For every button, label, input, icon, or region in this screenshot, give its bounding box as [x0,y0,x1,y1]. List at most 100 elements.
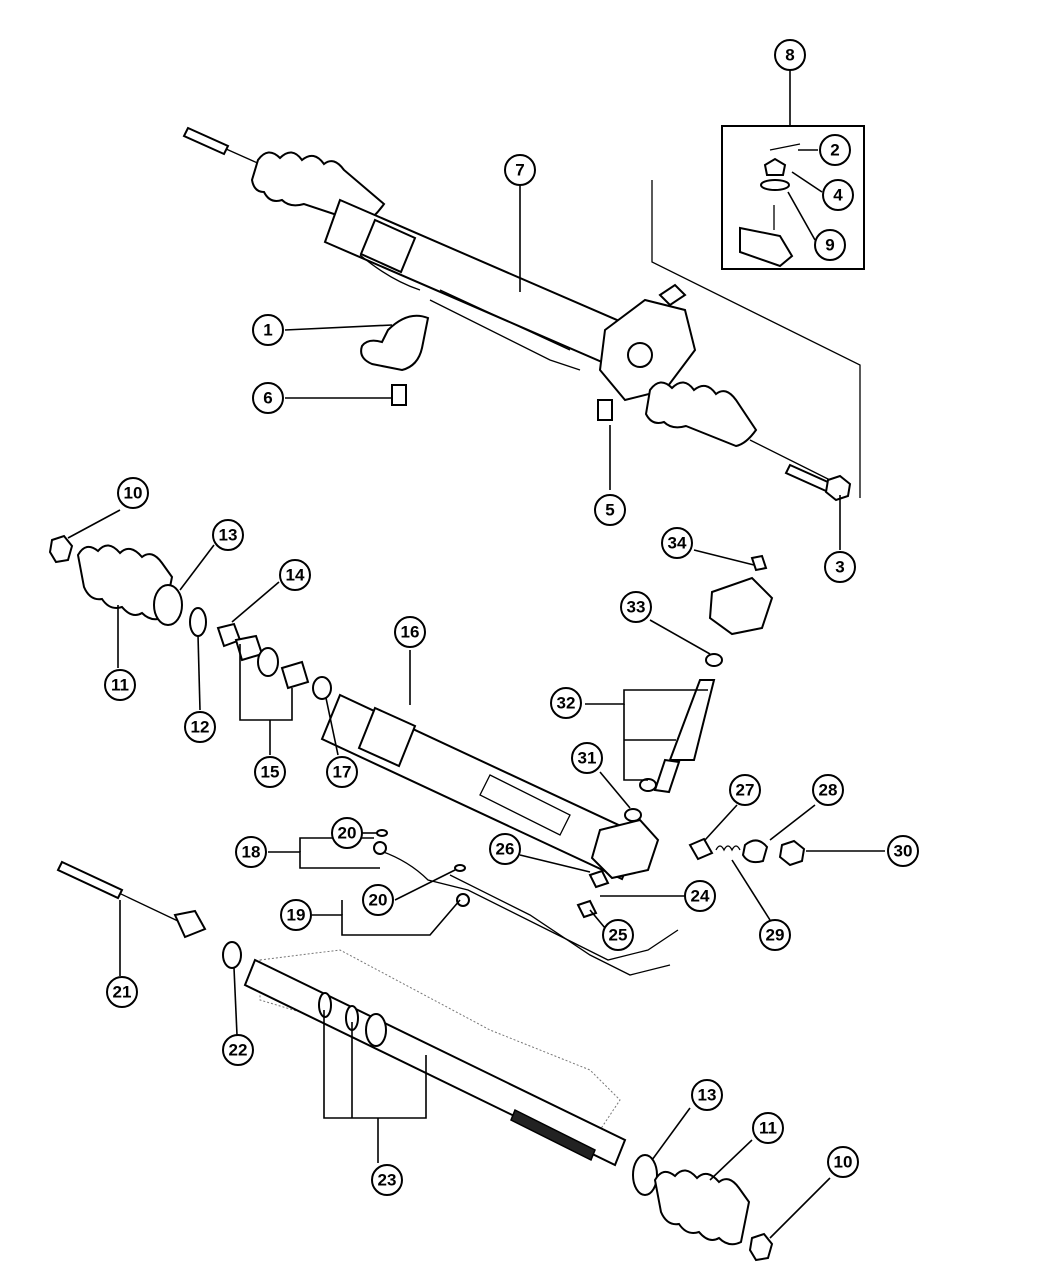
callout-21: 21 [106,976,138,1008]
callout-number: 5 [605,501,614,520]
callout-circle [684,880,716,912]
callout-circle [759,919,791,951]
callout-number: 9 [825,236,834,255]
callout-circle [824,551,856,583]
callout-number: 13 [219,526,238,545]
callout-4: 4 [822,179,854,211]
callout-circle [394,616,426,648]
steering-gear-exploded-middle [48,534,806,976]
callout-10: 10 [117,477,149,509]
callout-19: 19 [280,899,312,931]
callout-circle [489,833,521,865]
callout-circle [729,774,761,806]
callout-circle [814,229,846,261]
callout-20: 20 [362,884,394,916]
callout-circle [252,382,284,414]
callout-11: 11 [752,1112,784,1144]
callout-number: 14 [286,566,305,585]
callout-18: 18 [235,836,267,868]
callout-28: 28 [812,774,844,806]
callout-27: 27 [729,774,761,806]
callout-number: 1 [263,321,272,340]
callout-circle [104,669,136,701]
callout-circle [235,836,267,868]
callout-number: 11 [111,676,129,695]
callout-3: 3 [824,551,856,583]
callout-number: 30 [894,842,913,861]
callout-number: 10 [834,1153,853,1172]
callout-circle [887,835,919,867]
callout-circle [691,1079,723,1111]
callout-10: 10 [827,1146,859,1178]
callout-11: 11 [104,669,136,701]
callout-circle [212,519,244,551]
callout-number: 7 [515,161,524,180]
callout-circle [252,314,284,346]
callout-circle [331,817,363,849]
callout-number: 34 [668,534,687,553]
callout-circle [827,1146,859,1178]
callout-number: 31 [578,749,597,768]
callout-26: 26 [489,833,521,865]
callout-13: 13 [691,1079,723,1111]
callout-7: 7 [504,154,536,186]
callout-number: 26 [496,840,515,859]
callout-number: 22 [229,1041,248,1060]
callout-circle [254,756,286,788]
callout-circle [222,1034,254,1066]
callout-14: 14 [279,559,311,591]
callout-circle [504,154,536,186]
callout-2: 2 [819,134,851,166]
callout-15: 15 [254,756,286,788]
callout-circle [661,527,693,559]
callout-circle [819,134,851,166]
callout-circle [117,477,149,509]
callout-8: 8 [774,39,806,71]
callout-circle [594,494,626,526]
callout-circle [620,591,652,623]
callout-circle [812,774,844,806]
callout-number: 16 [401,623,420,642]
callout-5: 5 [594,494,626,526]
callout-number: 6 [263,389,272,408]
callout-number: 3 [835,558,844,577]
callout-number: 27 [736,781,755,800]
callout-number: 4 [833,186,843,205]
callout-24: 24 [684,880,716,912]
steering-gear-exploded-lower [56,860,774,1262]
steering-gear-assembly-upper [182,125,865,502]
callout-number: 29 [766,926,785,945]
callout-circle [774,39,806,71]
callout-33: 33 [620,591,652,623]
callout-number: 23 [378,1171,397,1190]
callout-number: 8 [785,46,794,65]
callout-number: 32 [557,694,576,713]
callout-number: 15 [261,763,280,782]
callout-9: 9 [814,229,846,261]
leader-lines [67,70,885,1239]
callout-1: 1 [252,314,284,346]
callout-circle [326,756,358,788]
callout-circle [550,687,582,719]
callout-number: 11 [759,1119,777,1138]
callout-6: 6 [252,382,284,414]
callout-13: 13 [212,519,244,551]
callout-25: 25 [602,919,634,951]
callout-circle [752,1112,784,1144]
callout-circle [280,899,312,931]
callout-number: 10 [124,484,143,503]
callout-number: 20 [338,824,357,843]
callout-number: 18 [242,843,261,862]
callout-circle [822,179,854,211]
callout-16: 16 [394,616,426,648]
callout-20: 20 [331,817,363,849]
callout-22: 22 [222,1034,254,1066]
callout-number: 28 [819,781,838,800]
callout-circle [602,919,634,951]
callout-circle [184,711,216,743]
callout-number: 19 [287,906,306,925]
callout-circle [279,559,311,591]
callouts: 1234567891010111112131314151617181920202… [104,39,919,1196]
callout-number: 33 [627,598,646,617]
